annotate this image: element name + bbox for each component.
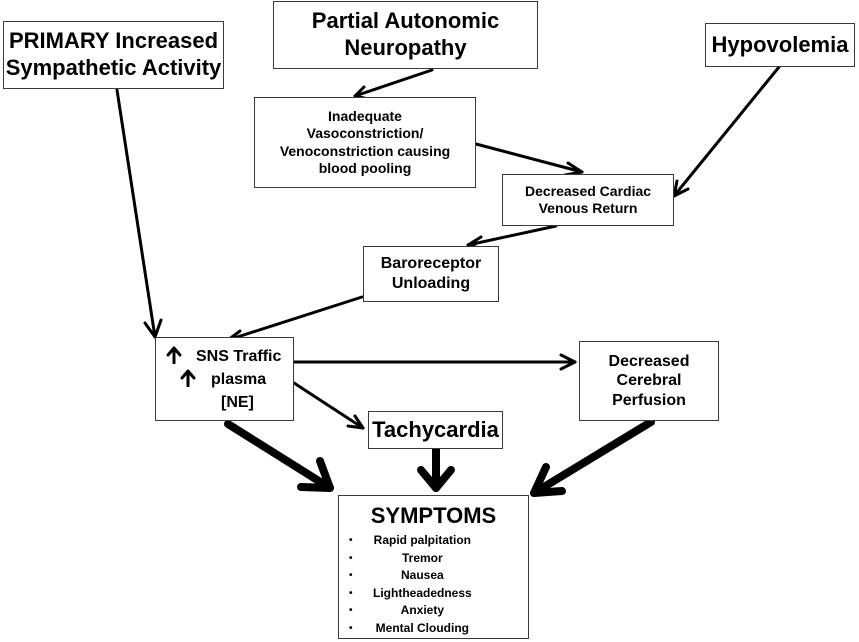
node-baroreceptor-label: Baroreceptor Unloading bbox=[380, 255, 482, 292]
bullet-icon: • bbox=[349, 622, 353, 634]
bullet-icon: • bbox=[349, 552, 353, 564]
up-arrow-icon bbox=[166, 346, 182, 364]
sns-line-1: SNS Traffic bbox=[196, 348, 282, 365]
bullet-icon: • bbox=[349, 605, 353, 616]
node-cardiac-label: Decreased Cardiac Venous Return bbox=[524, 182, 652, 216]
arrow-tachycardia-to-symptoms bbox=[417, 444, 455, 492]
list-item: •Anxiety bbox=[347, 602, 472, 620]
node-sns-traffic: SNS Traffic plasma [NE] bbox=[155, 337, 294, 421]
up-arrow-icon bbox=[180, 369, 196, 387]
node-inadequate-vasoconstriction: Inadequate Vasoconstriction/ Venoconstri… bbox=[254, 97, 476, 188]
arrow-sns-to-symptoms bbox=[224, 420, 334, 492]
arrow-sns-to-cerebral bbox=[292, 353, 577, 371]
node-cerebral-label: Decreased Cerebral Perfusion bbox=[608, 352, 690, 409]
sns-line-3: [NE] bbox=[221, 394, 254, 411]
node-primary-label: PRIMARY Increased Sympathetic Activity bbox=[5, 28, 222, 80]
bullet-icon: • bbox=[349, 570, 353, 581]
arrow-cerebral-to-symptoms bbox=[530, 418, 655, 497]
node-baroreceptor-unloading: Baroreceptor Unloading bbox=[363, 246, 499, 302]
bullet-icon: • bbox=[349, 535, 353, 546]
node-decreased-cardiac-venous-return: Decreased Cardiac Venous Return bbox=[502, 174, 674, 226]
node-tachycardia-label: Tachycardia bbox=[372, 416, 499, 442]
list-item: •Nausea bbox=[347, 567, 472, 585]
bullet-icon: • bbox=[349, 587, 353, 599]
node-hypovolemia: Hypovolemia bbox=[705, 23, 855, 67]
node-inadequate-label: Inadequate Vasoconstriction/ Venoconstri… bbox=[279, 108, 451, 176]
node-tachycardia: Tachycardia bbox=[368, 411, 503, 449]
node-primary-sympathetic: PRIMARY Increased Sympathetic Activity bbox=[3, 21, 224, 89]
node-symptoms: SYMPTOMS •Rapid palpitation •Tremor •Nau… bbox=[338, 495, 529, 639]
symptoms-list: •Rapid palpitation •Tremor •Nausea •Ligh… bbox=[347, 532, 472, 637]
arrow-hypovolemia-to-cardiac bbox=[672, 65, 781, 198]
arrow-inadequate-to-cardiac bbox=[474, 142, 584, 177]
node-hypovolemia-label: Hypovolemia bbox=[711, 31, 849, 57]
list-item: •Rapid palpitation bbox=[347, 532, 472, 550]
node-neuropathy-label: Partial Autonomic Neuropathy bbox=[311, 8, 500, 60]
node-partial-autonomic-neuropathy: Partial Autonomic Neuropathy bbox=[273, 1, 538, 69]
list-item: •Tremor bbox=[347, 550, 472, 568]
sns-line-2: plasma bbox=[211, 371, 267, 388]
node-decreased-cerebral-perfusion: Decreased Cerebral Perfusion bbox=[579, 341, 719, 421]
arrow-sns-to-tachycardia bbox=[292, 381, 365, 430]
list-item: •Mental Clouding bbox=[347, 620, 472, 638]
list-item: •Lightheadedness bbox=[347, 585, 472, 603]
symptoms-title: SYMPTOMS bbox=[370, 503, 497, 528]
arrow-neuropathy-to-inadequate bbox=[353, 68, 434, 101]
arrow-primary-to-sns bbox=[115, 88, 163, 339]
